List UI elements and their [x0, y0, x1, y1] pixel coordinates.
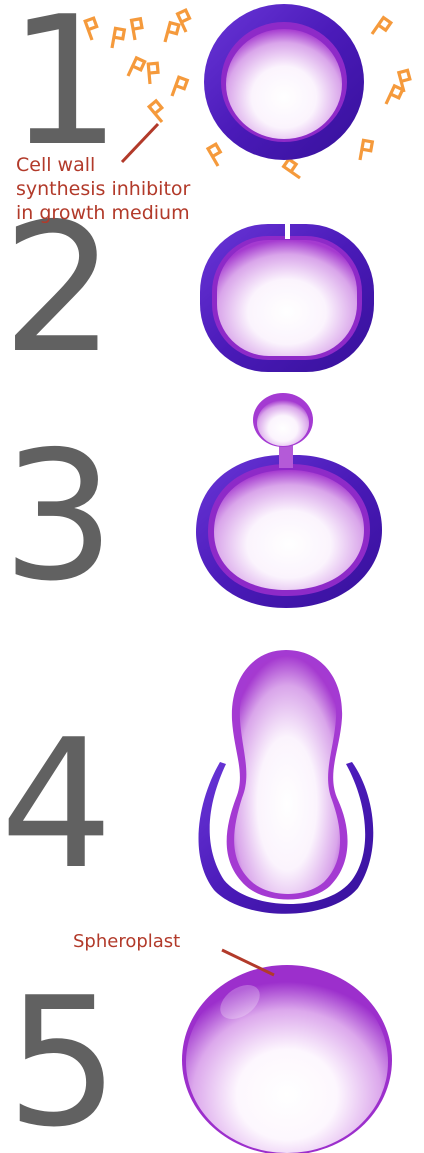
inhibitor-molecule [172, 77, 187, 99]
spheroplast-cell [182, 965, 392, 1153]
inhibitor-molecule [149, 101, 169, 122]
wall-gap [285, 222, 290, 239]
cytoplasm [234, 656, 340, 894]
inhibitor-pointer-line [122, 124, 158, 162]
cell-intact [204, 4, 364, 160]
cell-wall-breach [200, 222, 374, 372]
inhibitor-molecule [284, 159, 306, 178]
inhibitor-molecule [165, 23, 179, 45]
inhibitor-label-line-1: Cell wall [16, 154, 95, 176]
inhibitor-label-line-3: in growth medium [16, 202, 190, 224]
spheroplast-cytoplasm [186, 971, 388, 1153]
inhibitor-label-line-2: synthesis inhibitor [16, 178, 191, 200]
inhibitor-molecule [178, 10, 195, 32]
inhibitor-molecule [372, 18, 391, 40]
inhibitor-molecule [360, 140, 372, 161]
inhibitor-molecule [386, 86, 403, 108]
inhibitor-molecule [148, 63, 159, 84]
cytoplasm [214, 470, 364, 590]
cytoplasm [226, 29, 342, 139]
spheroplast-pointer-line [222, 950, 274, 975]
inhibitor-molecule [208, 144, 226, 166]
spheroplast-label: Spheroplast [73, 931, 180, 952]
cytoplasm [217, 240, 357, 356]
inhibitor-molecule [128, 58, 145, 80]
inhibitor-molecule [132, 19, 144, 40]
protrusion-cytoplasm [257, 400, 309, 446]
cell-escaping [199, 650, 374, 914]
step-number-5: 5 [6, 959, 119, 1153]
step-number-3: 3 [2, 413, 115, 620]
cell-bulging [196, 393, 382, 608]
step-number-4: 4 [0, 701, 113, 908]
